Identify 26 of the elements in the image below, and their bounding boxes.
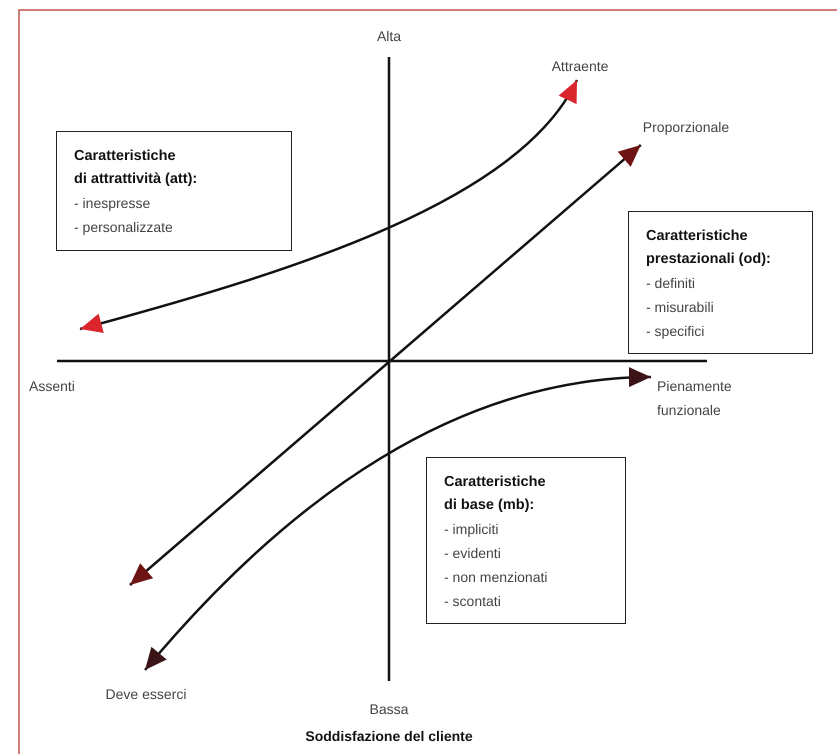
list-item: - inespresse — [74, 194, 152, 213]
text-box — [56, 131, 292, 251]
text-box — [628, 211, 813, 354]
list-item: - scontati — [444, 592, 502, 611]
list-item: - impliciti — [444, 520, 500, 539]
curve-label: Attraente — [552, 54, 608, 78]
curve-label: Deve esserci — [106, 682, 186, 706]
text-box — [426, 457, 626, 624]
box-heading: Caratteristiche di base (mb): — [444, 473, 547, 515]
attractive-curve — [80, 79, 578, 333]
must-be-curve — [144, 368, 652, 671]
box-heading: Caratteristiche di attrattività (att): — [74, 147, 198, 189]
axis-label: Alta — [376, 27, 402, 46]
list-item: - definiti — [646, 274, 696, 293]
axis-label: Bassa — [370, 700, 408, 719]
list-item: - non menzionati — [444, 568, 549, 587]
axis-label: Assenti — [29, 377, 75, 396]
list-item: - specifici — [646, 322, 706, 341]
axis-title: Soddisfazione del cliente — [305, 727, 473, 746]
list-item: - personalizzate — [74, 218, 174, 237]
curve-label: Proporzionale — [642, 115, 730, 139]
list-item: - misurabili — [646, 298, 715, 317]
proportional-line — [129, 144, 642, 586]
list-item: - evidenti — [444, 544, 502, 563]
curve-label: Pienamente funzionale — [657, 374, 767, 422]
box-heading: Caratteristiche prestazionali (od): — [646, 227, 772, 269]
